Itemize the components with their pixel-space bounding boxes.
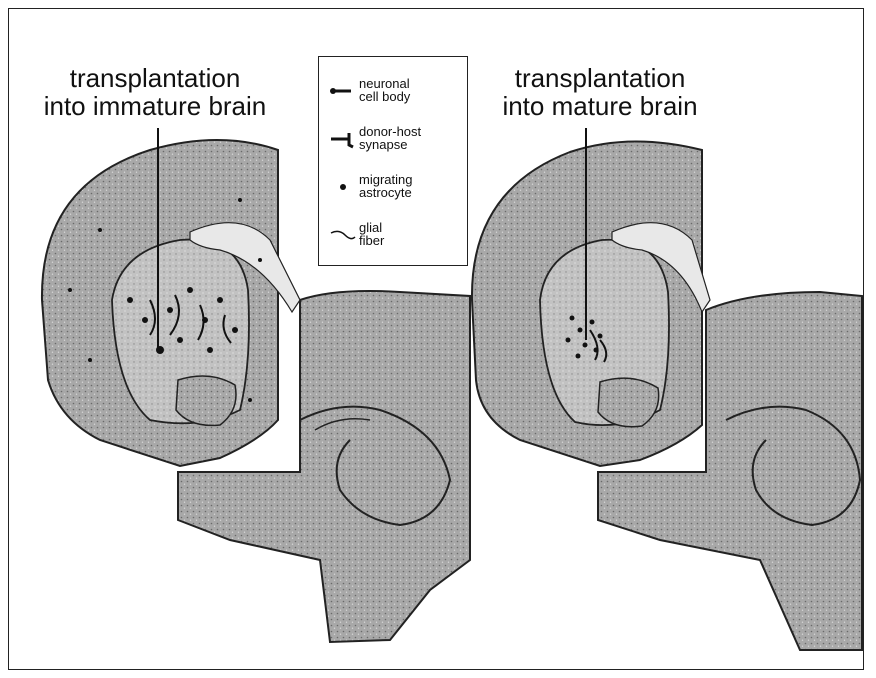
- astrocyte-dot-icon: [329, 167, 357, 207]
- title-mature-brain: transplantation into mature brain: [470, 64, 730, 120]
- title-immature-brain: transplantation into immature brain: [20, 64, 290, 120]
- legend-label: migrating astrocyte: [359, 173, 412, 199]
- legend-item-glial-fiber: glial fiber: [319, 215, 467, 259]
- legend-item-neuronal-cell-body: neuronal cell body: [319, 71, 467, 115]
- nucleus-right: [598, 378, 659, 427]
- title-immature-text: transplantation into immature brain: [44, 63, 267, 121]
- neuron-icon: [329, 71, 357, 111]
- nucleus-left: [176, 376, 236, 425]
- legend-label: glial fiber: [359, 221, 384, 247]
- legend-item-donor-host-synapse: donor-host synapse: [319, 119, 467, 163]
- legend-label: donor-host synapse: [359, 125, 421, 151]
- title-mature-text: transplantation into mature brain: [502, 63, 697, 121]
- glial-fiber-icon: [329, 215, 357, 255]
- legend-label: neuronal cell body: [359, 77, 410, 103]
- mature-brain-section: [472, 128, 862, 650]
- synapse-icon: [329, 119, 357, 159]
- legend: neuronal cell body donor-host synapse mi…: [318, 56, 468, 266]
- legend-item-migrating-astrocyte: migrating astrocyte: [319, 167, 467, 211]
